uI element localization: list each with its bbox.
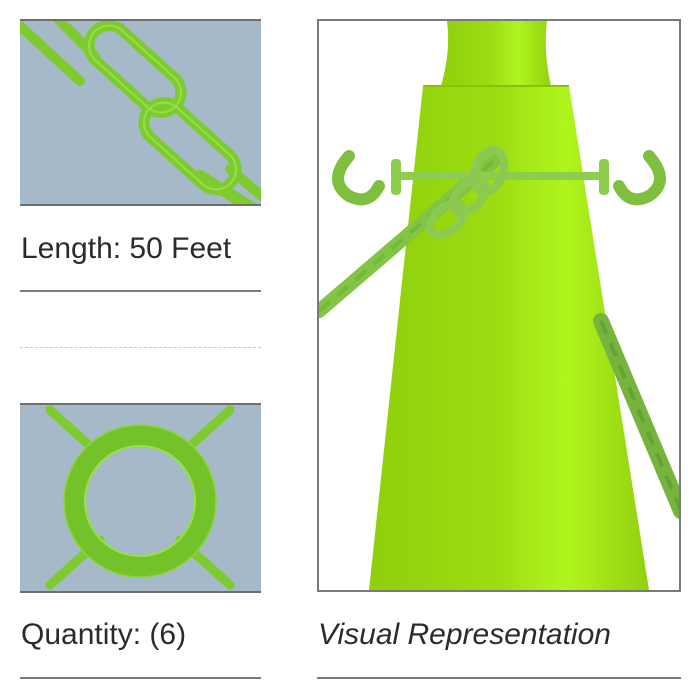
dashed-divider xyxy=(20,347,261,348)
length-label: Length: 50 Feet xyxy=(21,232,232,265)
divider xyxy=(20,290,261,292)
visual-representation-frame xyxy=(317,19,681,592)
visual-representation-caption: Visual Representation xyxy=(318,618,611,651)
chain-image-panel xyxy=(20,19,261,206)
chain-links-icon xyxy=(20,21,261,204)
traffic-cone-icon xyxy=(319,21,679,590)
quantity-label: Quantity: (6) xyxy=(21,618,187,651)
divider xyxy=(317,677,681,679)
connector-image-panel xyxy=(20,403,261,593)
connector-ring-icon xyxy=(45,405,235,590)
divider xyxy=(20,677,261,679)
